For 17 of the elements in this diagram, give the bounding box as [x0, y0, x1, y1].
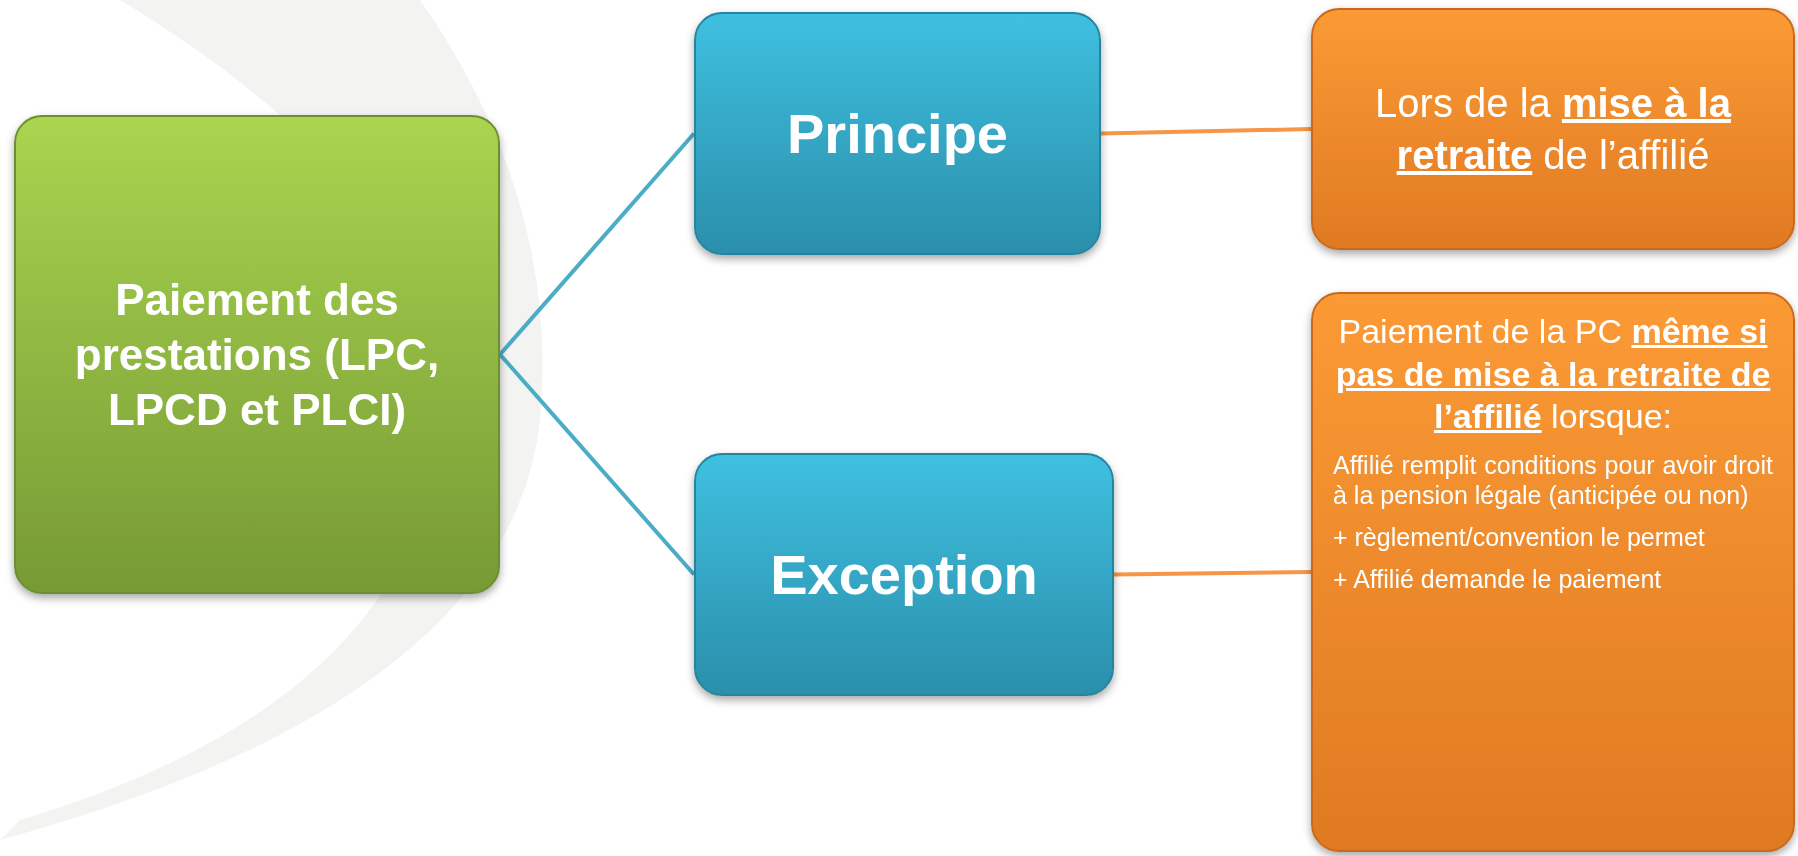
connector-line [498, 132, 696, 356]
heading-text: Paiement de la PC même si pas de mise à la retraite de l’affilié lorsque: [1334, 311, 1772, 437]
box-title: Principe [787, 100, 1008, 167]
condition-text: Affilié remplit conditions pour avoir droit à la pension légale (anticipée ou non) [1333, 449, 1773, 510]
list-item: + règlement/convention le permet [1333, 521, 1706, 552]
list-item: + Affilié demande le paiement [1333, 563, 1663, 594]
box-title: Paiement des prestations (LPC, LPCD et PLCI) [73, 274, 441, 436]
box-title: Exception [770, 541, 1038, 608]
category-box [694, 12, 1101, 255]
topic-box [14, 115, 500, 594]
connector-line [498, 353, 696, 576]
category-box [694, 453, 1114, 696]
description-box [1311, 8, 1795, 250]
description-box [1311, 292, 1795, 852]
description-text: Lors de la mise à la retraite de l’affilié [1374, 80, 1733, 179]
connector-line [1100, 127, 1312, 136]
connector-line [1113, 570, 1312, 577]
